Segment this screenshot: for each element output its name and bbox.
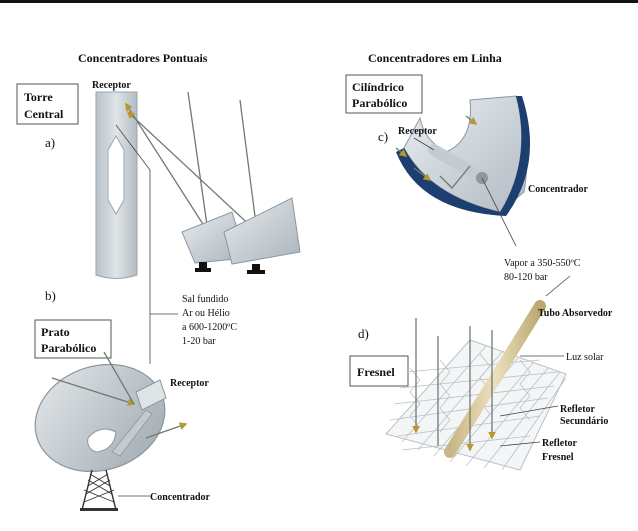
tower-system: Torre Central a) Receptor Sal fundido Ar… xyxy=(16,80,301,364)
panel-letter-d: d) xyxy=(358,326,369,341)
panel-letter-a: a) xyxy=(45,135,55,150)
trough-fluid-line xyxy=(481,177,517,247)
prato-parabolico-box xyxy=(34,319,112,359)
fluid-left-3: a 600-1200ºC xyxy=(182,322,237,333)
dish-ray-2 xyxy=(103,351,135,405)
fluid-left-1: Sal fundido xyxy=(182,294,228,305)
dish-hub xyxy=(87,428,117,453)
panel-letter-b: b) xyxy=(45,288,56,303)
trough-receptor-tube xyxy=(428,144,488,184)
dish-system: b) Prato Parabólico Receptor Concentrado… xyxy=(34,288,211,511)
tower-window xyxy=(107,134,125,216)
trough-system: Cilíndrico Parabólico c) Receptor Concen… xyxy=(345,74,589,283)
trough-ray-1 xyxy=(395,147,408,157)
trough-rim xyxy=(396,96,531,216)
heliostat-2 xyxy=(223,197,301,265)
fluid-right-1: Vapor a 350-550ºC xyxy=(504,258,581,269)
trough-ray-2 xyxy=(465,115,478,125)
refletor-fresnel-label-1: Refletor xyxy=(542,438,578,449)
heliostat-1-base xyxy=(199,262,207,270)
dish-receptor-label: Receptor xyxy=(170,378,209,389)
parabolic-dish xyxy=(34,363,166,473)
dish-ray-1 xyxy=(51,377,136,406)
dish-lattice-mount xyxy=(80,469,118,511)
heliostat-2-base xyxy=(252,264,260,272)
refletor-fresnel-label-2: Fresnel xyxy=(542,452,574,463)
tower-reflected-ray-2 xyxy=(126,110,258,233)
title-concentradores-pontuais: Concentradores Pontuais xyxy=(78,51,208,65)
tower-receptor-label: Receptor xyxy=(92,80,131,91)
fluid-left-4: 1-20 bar xyxy=(182,336,216,347)
fresnel-system: d) Fresnel Tubo Absorvedor Luz solar Ref… xyxy=(349,275,613,471)
torre-central-label-2: Central xyxy=(24,107,64,121)
heliostat-1-foot xyxy=(195,268,211,272)
refletor-secundario-leader xyxy=(499,405,559,417)
trough-receptor-label: Receptor xyxy=(398,126,437,137)
heliostat-2-foot xyxy=(247,270,265,274)
fluid-left-2: Ar ou Hélio xyxy=(182,308,230,319)
tower-reflected-ray-1 xyxy=(125,102,209,233)
tube-absorvedor-leader xyxy=(545,275,571,297)
trough-receptor-leader xyxy=(413,137,435,151)
fresnel-box xyxy=(349,355,409,387)
refletor-fresnel-leader xyxy=(499,441,541,447)
title-concentradores-em-linha: Concentradores em Linha xyxy=(368,51,502,65)
panel-letter-c: c) xyxy=(378,129,388,144)
fluid-right-2: 80-120 bar xyxy=(504,272,548,283)
cilindrico-parabolico-box xyxy=(345,74,423,114)
trough-ray-3 xyxy=(439,165,471,189)
fresnel-absorber-tube xyxy=(444,300,546,458)
top-border xyxy=(0,0,638,3)
dish-concentrador-label: Concentrador xyxy=(150,492,211,503)
trough-concentrador-label: Concentrador xyxy=(528,184,589,195)
dish-receptor xyxy=(135,379,167,411)
tower-incoming-ray-1 xyxy=(187,91,209,233)
torre-central-box xyxy=(16,83,79,125)
trough-ray-4 xyxy=(413,167,432,181)
tower-incoming-ray-2 xyxy=(239,99,258,233)
refletor-secundario-label-2: Secundário xyxy=(560,416,608,427)
refletor-secundario-label-1: Refletor xyxy=(560,404,596,415)
luz-solar-label: Luz solar xyxy=(566,352,604,363)
torre-central-label-1: Torre xyxy=(24,90,53,104)
cilindrico-parabolico-label-2: Parabólico xyxy=(352,96,407,110)
tubo-absorvedor-label: Tubo Absorvedor xyxy=(538,308,613,319)
dish-ray-3 xyxy=(145,422,188,439)
tower-fluid-line xyxy=(115,124,151,364)
dish-receptor-arm xyxy=(111,409,153,457)
prato-parabolico-label-1: Prato xyxy=(41,325,70,339)
fresnel-box-label: Fresnel xyxy=(357,365,395,379)
cilindrico-parabolico-label-1: Cilíndrico xyxy=(352,80,404,94)
prato-parabolico-label-2: Parabólico xyxy=(41,341,96,355)
